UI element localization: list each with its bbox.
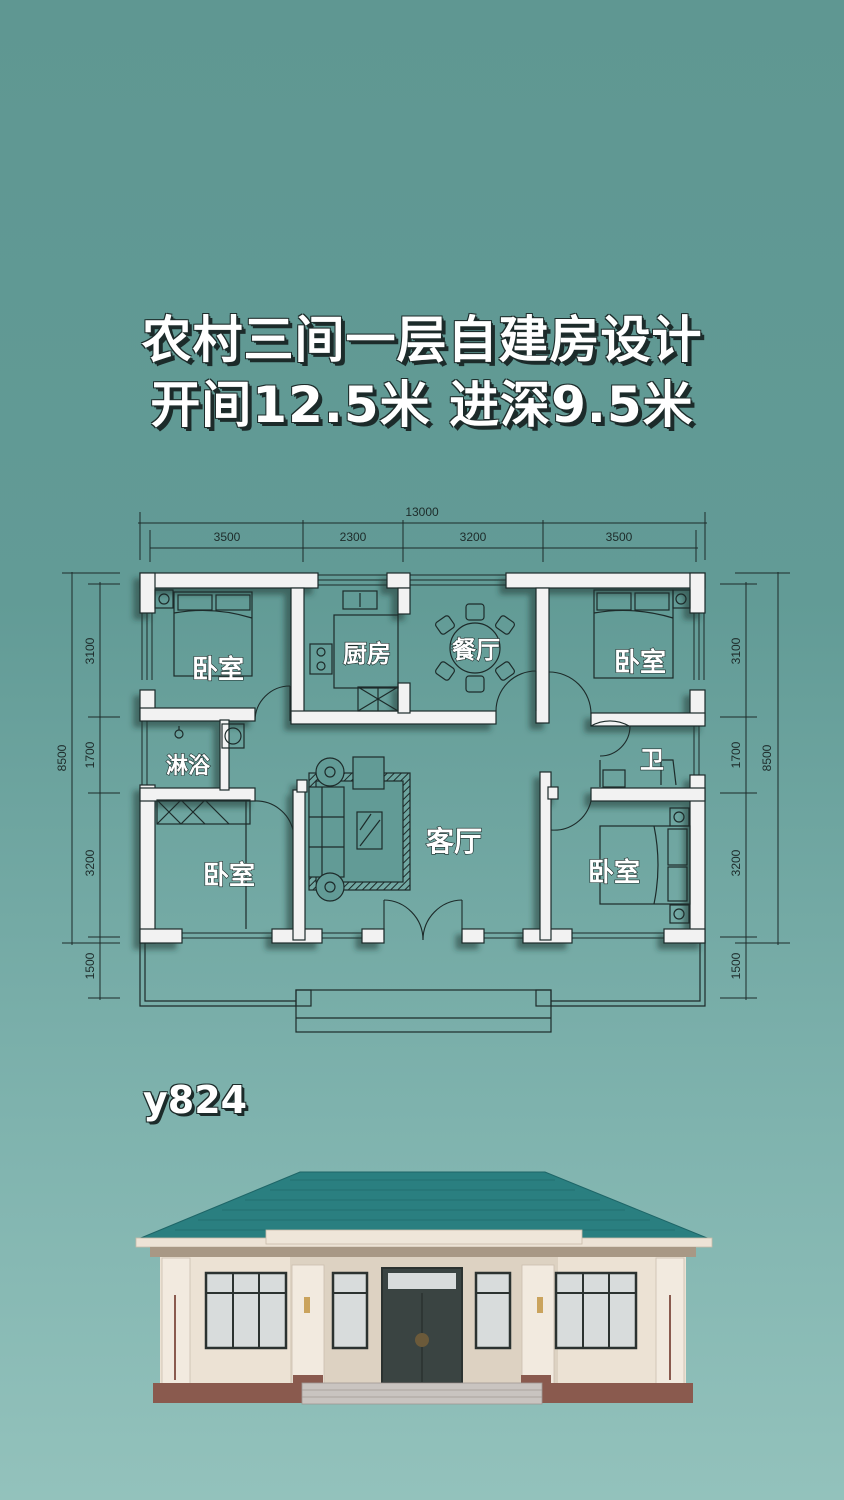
dim-top-seg-3: 3200 (460, 530, 487, 544)
dim-right-seg-4: 1500 (729, 952, 743, 979)
room-label-bedroom-sw: 卧室 (203, 860, 255, 891)
dim-left-seg-3: 3200 (83, 849, 97, 876)
toilet-icon (599, 759, 677, 788)
dim-top-seg-2: 2300 (340, 530, 367, 544)
walls (139, 572, 706, 944)
page-title-line2: 开间12.5米 进深9.5米 (150, 376, 694, 434)
door-swings (254, 670, 631, 941)
dining-table-icon (435, 603, 515, 693)
shower-icon (174, 723, 245, 749)
room-label-toilet: 卫 (640, 746, 664, 774)
dim-right-seg-3: 3200 (729, 849, 743, 876)
bed-ne-icon (593, 589, 691, 679)
wardrobe-icon (156, 799, 251, 929)
room-label-kitchen: 厨房 (343, 640, 391, 668)
kitchen-icon (309, 590, 399, 712)
room-label-bedroom-ne: 卧室 (614, 647, 666, 678)
page-title-line1: 农村三间一层自建房设计 (141, 311, 703, 369)
dim-left-total: 8500 (55, 744, 69, 771)
sofa-set-icon (308, 756, 411, 902)
top-dimension-lines (138, 512, 707, 562)
dim-left-seg-2: 1700 (83, 741, 97, 768)
house-elevation-render (135, 1171, 713, 1405)
furniture (154, 589, 691, 929)
front-terrace (139, 940, 706, 1033)
dim-top-seg-4: 3500 (606, 530, 633, 544)
room-label-dining: 餐厅 (452, 636, 500, 664)
dim-right-seg-2: 1700 (729, 741, 743, 768)
bed-nw-icon (154, 589, 253, 677)
bed-se-icon (599, 807, 691, 924)
room-label-shower: 淋浴 (166, 753, 211, 779)
dim-right-total: 8500 (760, 744, 774, 771)
dim-top-total: 13000 (405, 505, 439, 519)
dim-left-seg-1: 3100 (83, 637, 97, 664)
right-dimension-lines (720, 572, 790, 1000)
design-code: y824 (143, 1078, 248, 1122)
room-label-bedroom-nw: 卧室 (192, 654, 244, 685)
left-dimension-lines (62, 572, 120, 1000)
dim-right-seg-1: 3100 (729, 637, 743, 664)
dim-left-seg-4: 1500 (83, 952, 97, 979)
room-label-bedroom-se: 卧室 (588, 857, 640, 888)
room-label-living: 客厅 (426, 825, 482, 858)
dim-top-seg-1: 3500 (214, 530, 241, 544)
windows (141, 574, 705, 939)
